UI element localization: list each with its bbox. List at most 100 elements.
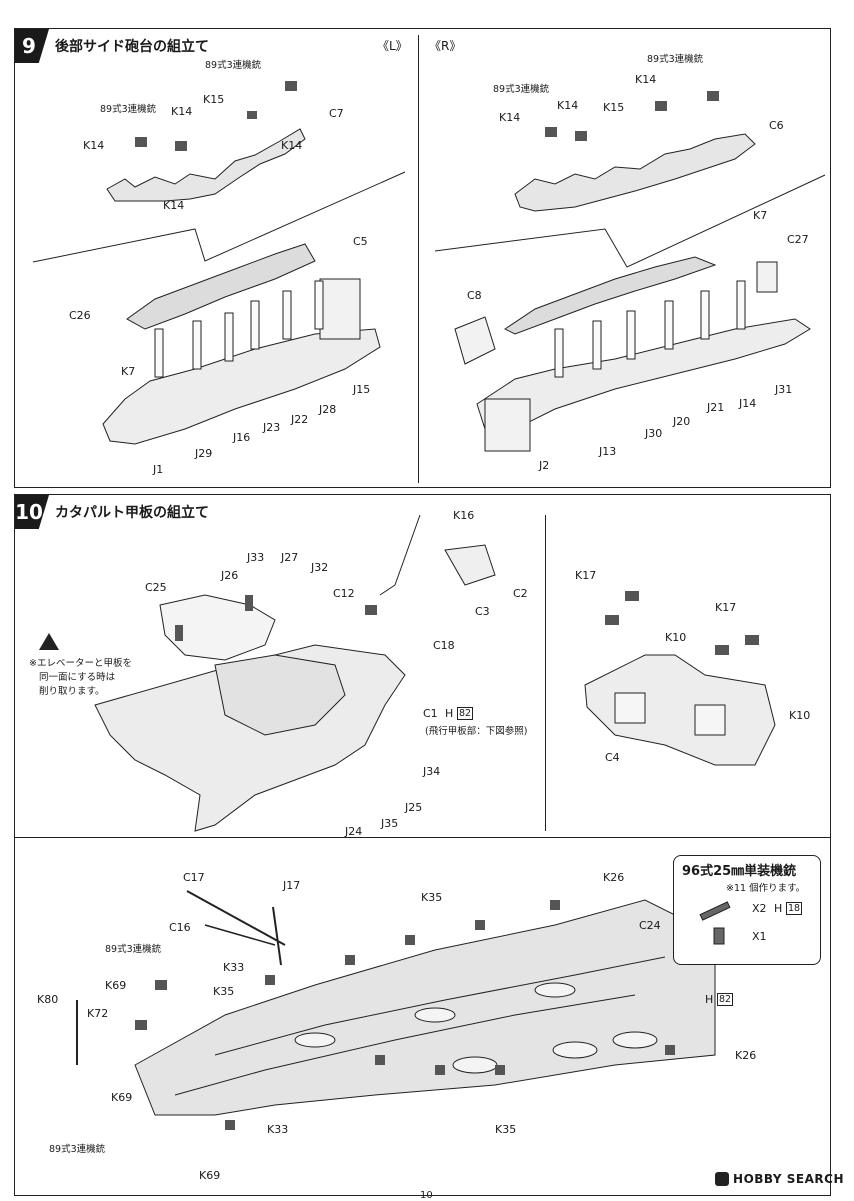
label-k33-b: K33 xyxy=(267,1123,289,1136)
label-lower-h: H xyxy=(705,993,714,1006)
label-mg-lower-b: 89式3連機銃 xyxy=(49,1144,106,1155)
label-j2: J2 xyxy=(539,459,550,472)
inset-note: ※11 個作ります。 xyxy=(726,883,806,894)
label-j33: J33 xyxy=(247,551,265,564)
label-c27: C27 xyxy=(787,233,809,246)
label-j32: J32 xyxy=(311,561,329,574)
label-j23: J23 xyxy=(263,421,281,434)
label-j25: J25 xyxy=(405,801,423,814)
step-9-diagram xyxy=(32,81,826,452)
label-c12: C12 xyxy=(333,587,355,600)
label-c8: C8 xyxy=(467,289,482,302)
label-k35-b: K35 xyxy=(213,985,235,998)
warning-note-line-2: 同一面にする時は xyxy=(39,672,116,683)
brand-text: HOBBY SEARCH xyxy=(733,1172,844,1186)
label-j26: J26 xyxy=(221,569,239,582)
inset-label-x2: X2 xyxy=(752,902,767,915)
step-10-divider-v xyxy=(545,515,546,831)
label-mg-lower-a: 89式3連機銃 xyxy=(105,944,162,955)
label-j17: J17 xyxy=(283,879,301,892)
label-k35-a: K35 xyxy=(421,891,443,904)
label-k14-left-a: K14 xyxy=(171,105,193,118)
brand-logo-icon xyxy=(715,1172,730,1186)
label-j15: J15 xyxy=(353,383,371,396)
label-k14-right-b: K14 xyxy=(557,99,579,112)
label-k80: K80 xyxy=(37,993,59,1006)
label-lower-h-num: 82 xyxy=(717,993,734,1006)
label-j35: J35 xyxy=(381,817,399,830)
label-c25: C25 xyxy=(145,581,167,594)
label-k15-left: K15 xyxy=(203,93,225,106)
label-c5: C5 xyxy=(353,235,368,248)
label-k7-right: K7 xyxy=(753,209,768,222)
label-k69-a: K69 xyxy=(105,979,127,992)
step-9-header: 9 後部サイド砲台の組立て xyxy=(15,29,209,63)
inset-label-x1: X1 xyxy=(752,930,767,943)
label-k17-b: K17 xyxy=(715,601,737,614)
step-10-panel: 10 カタパルト甲板の組立て xyxy=(14,494,831,1196)
label-j1: J1 xyxy=(153,463,164,476)
step-10-title: カタパルト甲板の組立て xyxy=(55,505,209,521)
warning-note-line-1: ※エレベーターと甲板を xyxy=(29,658,132,669)
brand-watermark: HOBBY SEARCH xyxy=(715,1172,844,1186)
label-k15-right: K15 xyxy=(603,101,625,114)
label-c4: C4 xyxy=(605,751,620,764)
label-k69-b: K69 xyxy=(111,1091,133,1104)
label-j29: J29 xyxy=(195,447,213,460)
label-j28: J28 xyxy=(319,403,337,416)
label-k35-c: K35 xyxy=(495,1123,517,1136)
step-9-title: 後部サイド砲台の組立て xyxy=(55,39,209,55)
label-k14-left-d: K14 xyxy=(163,199,185,212)
label-k7-left: K7 xyxy=(121,365,136,378)
label-c24: C24 xyxy=(639,919,661,932)
label-j31: J31 xyxy=(775,383,793,396)
left-side-tag: 《L》 xyxy=(377,39,408,53)
step-9-panel: 9 後部サイド砲台の組立て 《L》 《R》 xyxy=(14,28,831,488)
label-j30: J30 xyxy=(645,427,663,440)
label-c2: C2 xyxy=(513,587,528,600)
inset-title: 96式25㎜単装機銃 xyxy=(682,864,797,879)
step-9-divider xyxy=(418,35,419,483)
label-c16: C16 xyxy=(169,921,191,934)
label-j21: J21 xyxy=(707,401,725,414)
label-j13: J13 xyxy=(599,445,617,458)
warning-note-line-3: 削り取ります。 xyxy=(39,686,105,697)
right-side-tag: 《R》 xyxy=(429,39,462,53)
step-9-number: 9 xyxy=(15,29,49,63)
page-number: 10 xyxy=(420,1190,433,1201)
label-c1: C1 xyxy=(423,707,438,720)
label-j16: J16 xyxy=(233,431,251,444)
label-k17-a: K17 xyxy=(575,569,597,582)
warning-icon xyxy=(39,633,59,650)
label-k69-c: K69 xyxy=(199,1169,221,1182)
label-j27: J27 xyxy=(281,551,299,564)
label-k26-b: K26 xyxy=(735,1049,757,1062)
label-k33-a: K33 xyxy=(223,961,245,974)
label-mg-right-b: 89式3連機銃 xyxy=(493,84,550,95)
label-c1-note: (飛行甲板部：下図参照) xyxy=(425,726,528,737)
label-k26-a: K26 xyxy=(603,871,625,884)
label-c26: C26 xyxy=(69,309,91,322)
label-j14: J14 xyxy=(739,397,757,410)
label-k14-right-a: K14 xyxy=(635,73,657,86)
inset-gun-drawing xyxy=(699,901,731,945)
label-k72: K72 xyxy=(87,1007,109,1020)
label-k14-right-c: K14 xyxy=(499,111,521,124)
label-j20: J20 xyxy=(673,415,691,428)
label-mg-left-b: 89式3連機銃 xyxy=(100,104,157,115)
label-c1-h-num: 82 xyxy=(457,707,474,720)
label-k10-a: K10 xyxy=(665,631,687,644)
label-j34: J34 xyxy=(423,765,441,778)
label-j22: J22 xyxy=(291,413,309,426)
inset-label-h-num: 18 xyxy=(786,902,803,915)
label-c18: C18 xyxy=(433,639,455,652)
label-c17: C17 xyxy=(183,871,205,884)
step-10-header: 10 カタパルト甲板の組立て xyxy=(15,495,209,529)
label-k16: K16 xyxy=(453,509,475,522)
label-c7: C7 xyxy=(329,107,344,120)
step-10-diagram xyxy=(76,514,776,1130)
label-j24: J24 xyxy=(345,825,363,838)
label-c1-h: H xyxy=(445,707,454,720)
label-c6: C6 xyxy=(769,119,784,132)
label-c3: C3 xyxy=(475,605,490,618)
